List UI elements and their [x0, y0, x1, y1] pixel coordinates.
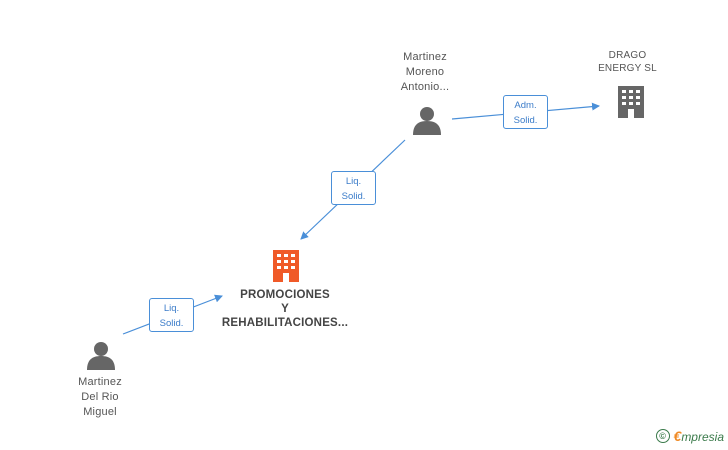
company-node-promociones[interactable] [270, 248, 302, 282]
person-node-moreno[interactable] [412, 105, 442, 135]
person-icon [413, 107, 441, 135]
person-name-delrio[interactable]: Martinez Del Rio Miguel [78, 376, 122, 418]
empresia-logo: €mpresia [673, 428, 724, 444]
person-icon [87, 342, 115, 370]
person-node-delrio[interactable] [86, 340, 116, 370]
person-name-moreno[interactable]: Martinez Moreno Antonio... [400, 51, 450, 93]
relation-label-liq-solid-lower[interactable]: Liq. Solid. [149, 298, 194, 332]
company-node-drago[interactable] [614, 84, 648, 118]
company-name-promociones[interactable]: PROMOCIONES Y REHABILITACIONES... [221, 289, 349, 329]
relation-label-liq-solid-upper[interactable]: Liq. Solid. [331, 171, 376, 205]
copyright-icon: © [655, 429, 670, 443]
building-icon [618, 86, 644, 118]
company-name-drago[interactable]: DRAGO ENERGY SL [598, 50, 657, 74]
empresia-watermark: © €mpresia [655, 428, 724, 444]
relation-label-adm-solid[interactable]: Adm. Solid. [503, 95, 548, 129]
building-icon [273, 250, 299, 282]
